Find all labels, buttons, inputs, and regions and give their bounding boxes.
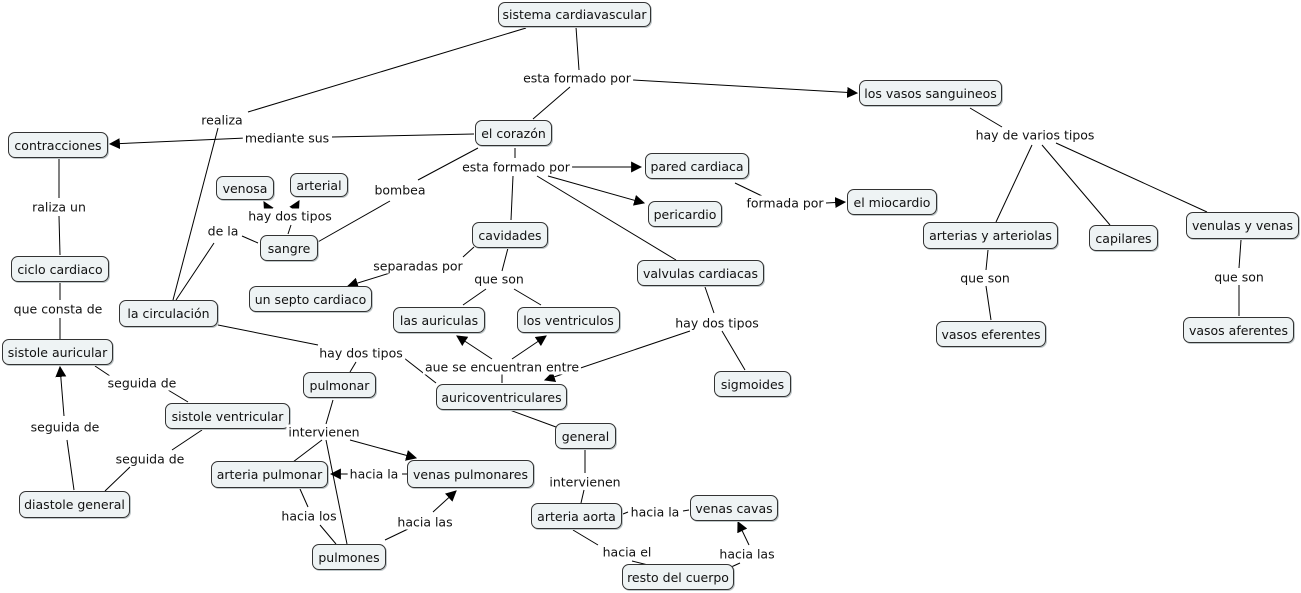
link-que-consta-de: que consta de xyxy=(11,301,105,317)
link-seguida-de-diastole: seguida de xyxy=(28,419,102,435)
link-separadas-por: separadas por xyxy=(371,258,465,274)
concept-sistole-ventricular[interactable]: sistole ventricular xyxy=(165,403,290,429)
link-hay-dos-tipos-sangre: hay dos tipos xyxy=(246,208,334,224)
link-hay-dos-tipos-circulacion: hay dos tipos xyxy=(317,345,405,361)
link-de-la: de la xyxy=(205,223,241,239)
concept-las-auriculas[interactable]: las auriculas xyxy=(393,307,485,333)
link-hacia-la-pulmonar: hacia la xyxy=(347,466,401,482)
link-hay-dos-tipos-valvulas: hay dos tipos xyxy=(673,315,761,331)
link-hacia-la-aorta: hacia la xyxy=(628,504,682,520)
link-formada-por: formada por xyxy=(744,195,826,211)
link-hacia-el: hacia el xyxy=(600,544,654,560)
concept-vasos-aferentes[interactable]: vasos aferentes xyxy=(1183,317,1294,343)
concept-valvulas-cardiacas[interactable]: valvulas cardiacas xyxy=(637,260,764,286)
concept-venulas-y-venas[interactable]: venulas y venas xyxy=(1186,212,1299,239)
link-bombea: bombea xyxy=(372,182,428,198)
link-mediante-sus: mediante sus xyxy=(242,130,332,146)
concept-auricoventriculares[interactable]: auricoventriculares xyxy=(436,384,567,410)
link-aue-se-encuentran-entre: aue se encuentran entre xyxy=(422,359,582,375)
concept-arterial[interactable]: arterial xyxy=(290,173,348,197)
concept-contracciones[interactable]: contracciones xyxy=(8,132,108,158)
concept-el-corazon[interactable]: el corazón xyxy=(475,120,552,146)
concept-un-septo-cardiaco[interactable]: un septo cardiaco xyxy=(249,286,372,312)
concept-la-circulacion[interactable]: la circulación xyxy=(119,300,218,327)
concept-arterias-y-arteriolas[interactable]: arterias y arteriolas xyxy=(923,222,1058,249)
concept-pulmones[interactable]: pulmones xyxy=(312,544,386,570)
link-hacia-los: hacia los xyxy=(279,508,339,524)
link-hacia-las-resto: hacia las xyxy=(717,546,777,562)
link-intervienen-general: intervienen xyxy=(547,474,623,490)
concept-arteria-aorta[interactable]: arteria aorta xyxy=(531,503,622,529)
concept-pulmonar[interactable]: pulmonar xyxy=(303,372,376,398)
concept-sistole-auricular[interactable]: sistole auricular xyxy=(2,339,113,365)
link-que-son-cavidades: que son xyxy=(472,271,526,287)
concept-vasos-eferentes[interactable]: vasos eferentes xyxy=(936,321,1046,347)
concept-sigmoides[interactable]: sigmoides xyxy=(714,371,791,397)
concept-cavidades[interactable]: cavidades xyxy=(472,222,548,248)
link-seguida-de-ventricular: seguida de xyxy=(113,451,187,467)
link-realiza: realiza xyxy=(199,112,245,128)
link-intervienen-pulmonar: intervienen xyxy=(286,424,362,440)
concept-capilares[interactable]: capilares xyxy=(1089,225,1158,251)
concept-vasos-sanguineos[interactable]: los vasos sanguineos xyxy=(859,80,1002,106)
concept-resto-del-cuerpo[interactable]: resto del cuerpo xyxy=(622,564,734,590)
concept-pericardio[interactable]: pericardio xyxy=(648,201,722,227)
concept-sangre[interactable]: sangre xyxy=(260,235,318,261)
concept-venosa[interactable]: venosa xyxy=(216,176,274,200)
link-hay-de-varios-tipos: hay de varios tipos xyxy=(973,127,1097,143)
link-que-son-venulas: que son xyxy=(1212,269,1266,285)
link-que-son-arterias: que son xyxy=(958,270,1012,286)
concept-ciclo-cardiaco[interactable]: ciclo cardiaco xyxy=(11,256,109,282)
concept-arteria-pulmonar[interactable]: arteria pulmonar xyxy=(211,461,328,488)
concept-general[interactable]: general xyxy=(555,423,616,449)
concept-los-ventriculos[interactable]: los ventriculos xyxy=(517,307,620,333)
link-seguida-de-auricular: seguida de xyxy=(105,375,179,391)
concept-pared-cardiaca[interactable]: pared cardiaca xyxy=(645,153,749,179)
concept-diastole-general[interactable]: diastole general xyxy=(19,491,130,518)
link-raliza-un: raliza un xyxy=(30,199,88,215)
link-esta-formado-por-corazon: esta formado por xyxy=(460,159,572,175)
concept-venas-pulmonares[interactable]: venas pulmonares xyxy=(407,460,534,488)
concept-venas-cavas[interactable]: venas cavas xyxy=(690,495,778,521)
link-esta-formado-por: esta formado por xyxy=(521,70,633,86)
concept-el-miocardio[interactable]: el miocardio xyxy=(847,189,937,215)
link-hacia-las-pulmones: hacia las xyxy=(395,514,455,530)
concept-sistema-cardiavascular[interactable]: sistema cardiavascular xyxy=(498,2,651,27)
